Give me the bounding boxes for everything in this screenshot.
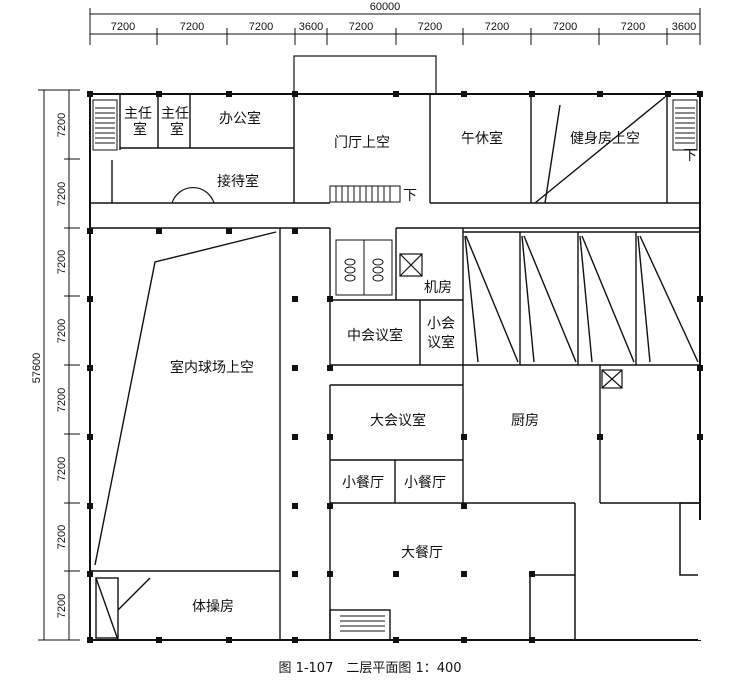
stair-down-label-2: 下 — [683, 148, 697, 164]
dim-left-seg-8: 7200 — [56, 594, 68, 618]
room-small-dining-1: 小餐厅 — [342, 475, 384, 491]
service-shaft — [601, 369, 623, 389]
dim-top-seg-10: 3600 — [672, 21, 696, 33]
room-director-1-line2: 室 — [133, 121, 147, 138]
dim-left-seg-1: 7200 — [56, 113, 68, 137]
stair-lobby — [329, 185, 401, 203]
dim-top-seg-3: 7200 — [249, 21, 273, 33]
dim-left-seg-3: 7200 — [56, 250, 68, 274]
reception-counter — [171, 187, 215, 204]
room-director-2-line2: 室 — [170, 121, 184, 138]
dim-top-seg-8: 7200 — [553, 21, 577, 33]
top-dimension-chain: 60000 7200 7200 7200 3600 7200 7200 7200… — [89, 1, 701, 45]
room-gym: 体操房 — [192, 599, 234, 615]
room-director-2-line1: 主任 — [161, 106, 189, 122]
room-labels: 主任 室 主任 室 办公室 接待室 门厅上空 午休室 健身房上空 机房 中会议室… — [124, 106, 697, 615]
dim-top-seg-9: 7200 — [621, 21, 645, 33]
dim-total-height: 57600 — [31, 353, 43, 384]
stair-northwest — [92, 99, 118, 151]
room-small-dining-2: 小餐厅 — [404, 475, 446, 491]
stair-south — [340, 615, 385, 632]
dim-left-seg-2: 7200 — [56, 182, 68, 206]
structural-columns — [87, 91, 703, 643]
interior-walls — [90, 94, 700, 641]
dim-left-seg-4: 7200 — [56, 319, 68, 343]
dim-total-width: 60000 — [370, 1, 401, 13]
room-machine: 机房 — [424, 280, 452, 296]
room-large-dining: 大餐厅 — [401, 545, 443, 561]
room-reception: 接待室 — [217, 173, 259, 190]
dim-top-seg-5: 7200 — [349, 21, 373, 33]
room-small-meeting-line2: 议室 — [427, 334, 455, 351]
dim-top-seg-2: 7200 — [180, 21, 204, 33]
room-small-meeting-line1: 小会 — [427, 316, 455, 332]
dim-top-seg-6: 7200 — [418, 21, 442, 33]
toilet-fixtures — [335, 239, 393, 296]
stair-down-label-1: 下 — [403, 188, 417, 204]
left-dimension-chain: 57600 7200 7200 7200 7200 7200 7200 7200… — [31, 89, 80, 641]
room-office: 办公室 — [219, 110, 261, 127]
dim-left-seg-7: 7200 — [56, 525, 68, 549]
figure-caption: 图 1-107 二层平面图 1：400 — [278, 661, 461, 676]
room-lobby-void: 门厅上空 — [334, 135, 390, 151]
dim-top-seg-7: 7200 — [485, 21, 509, 33]
room-court-void: 室内球场上空 — [170, 359, 254, 376]
room-gym-void: 健身房上空 — [570, 131, 640, 147]
room-medium-meeting: 中会议室 — [347, 327, 403, 344]
room-director-1-line1: 主任 — [124, 106, 152, 122]
dim-left-seg-6: 7200 — [56, 457, 68, 481]
stair-northeast — [672, 99, 698, 151]
dim-top-seg-4: 3600 — [299, 21, 323, 33]
room-kitchen: 厨房 — [511, 413, 539, 429]
elevator-shaft — [399, 253, 423, 277]
dim-top-seg-1: 7200 — [111, 21, 135, 33]
room-rest: 午休室 — [461, 130, 503, 147]
room-large-meeting: 大会议室 — [370, 412, 426, 429]
dim-left-seg-5: 7200 — [56, 388, 68, 412]
